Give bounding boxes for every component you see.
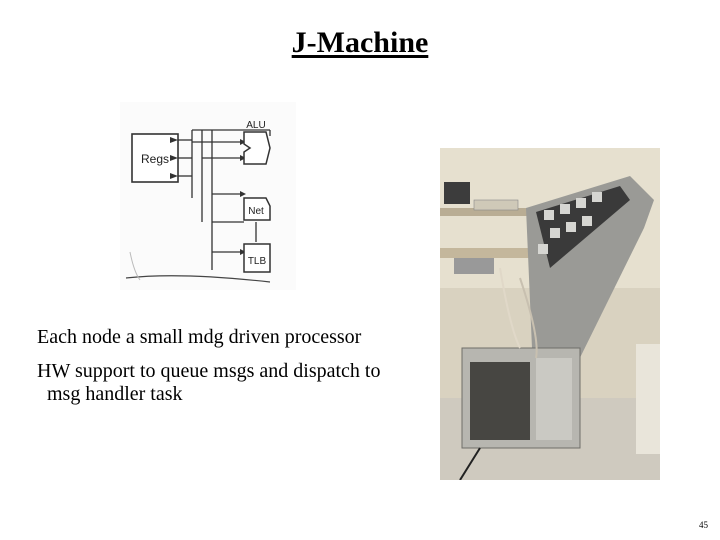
faint-arc	[129, 251, 141, 281]
bullet-list: Each node a small mdg driven processor H…	[37, 326, 397, 417]
photo-monitor	[444, 182, 470, 204]
net-box	[243, 197, 271, 221]
photo-side-table	[636, 344, 660, 454]
alu-shape	[243, 131, 271, 165]
bullet-item: HW support to queue msgs and dispatch to…	[37, 360, 381, 405]
photo-board-highlights	[538, 192, 602, 254]
photo-cabinet-interior	[470, 362, 530, 440]
arrow-heads	[170, 137, 246, 255]
bullet-item: Each node a small mdg driven processor	[37, 326, 362, 348]
slide-title: J-Machine	[0, 26, 720, 60]
regs-bus-lines	[178, 129, 271, 270]
scan-artifact-curve	[125, 275, 271, 283]
tlb-label: TLB	[248, 256, 267, 267]
slide-title-text: J-Machine	[291, 26, 429, 59]
tlb-box	[243, 243, 271, 273]
photo-cabinet-panel	[536, 358, 572, 440]
regs-label: Regs	[141, 152, 169, 166]
page-number: 45	[699, 520, 708, 530]
alu-label: ALU	[246, 120, 265, 131]
photo-bench	[440, 248, 530, 258]
photo-cable	[519, 277, 538, 359]
node-block-diagram: Regs	[120, 102, 296, 290]
j-machine-photo	[440, 148, 660, 480]
node-diagram-svg: Regs	[120, 102, 296, 290]
photo-instrument	[454, 258, 494, 274]
photo-shelf	[440, 208, 550, 216]
photo-board-cluster	[536, 186, 630, 268]
photo-equipment	[473, 199, 519, 211]
net-label: Net	[248, 206, 264, 217]
photo-floor-cable	[459, 447, 481, 480]
j-machine-photo-svg	[440, 148, 660, 480]
photo-cable	[499, 267, 521, 349]
